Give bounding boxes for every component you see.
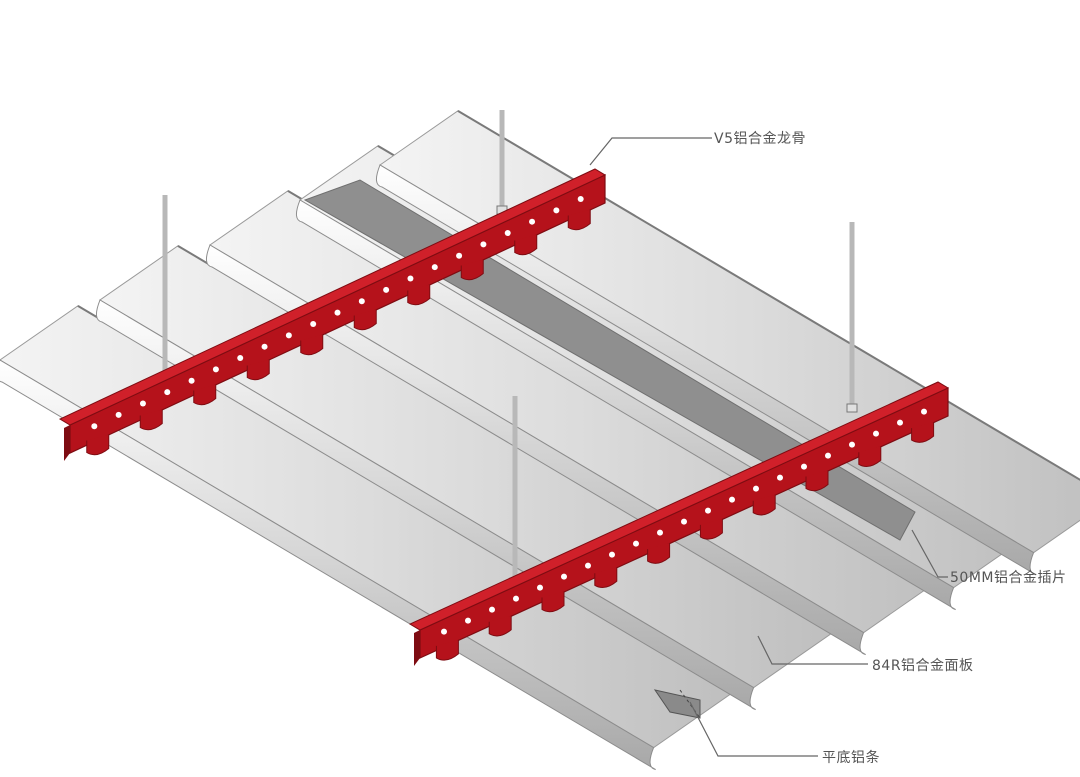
keel-hole <box>657 529 663 536</box>
keel-hole <box>681 518 687 525</box>
keel-hook-tab <box>567 209 591 231</box>
panel-curl-edge <box>96 299 756 711</box>
keel-hole <box>237 355 244 362</box>
keel-hook-tab <box>435 639 459 661</box>
callout-leaders <box>589 137 948 757</box>
keel-hole <box>431 264 438 271</box>
keel-hole <box>873 430 879 437</box>
panel-curl-edge <box>0 359 656 771</box>
panel-curl-edge <box>296 199 956 611</box>
keel-hole <box>188 377 195 384</box>
keel-hole <box>609 551 615 558</box>
keel-hook-tab <box>911 422 935 443</box>
keel-hole <box>480 241 487 248</box>
strip-leader <box>689 701 818 757</box>
keel-hole <box>383 286 390 293</box>
keel-hook-tab <box>488 615 512 637</box>
keel-hole <box>212 366 219 373</box>
keel-hole <box>849 441 855 448</box>
keel-hole <box>553 207 560 214</box>
keel-hook-tab <box>858 446 882 468</box>
keel-hook-tab <box>193 384 217 406</box>
insert-leader <box>911 529 948 578</box>
panel-top-edge <box>457 109 1080 481</box>
keel-hook-tab <box>805 470 829 492</box>
keel-hole <box>164 389 171 396</box>
panel-curl-edge <box>376 164 1036 576</box>
keel-hole <box>753 485 759 492</box>
keel-hole <box>729 496 735 503</box>
keel-hole <box>489 606 495 613</box>
keel-label: V5铝合金龙骨 <box>714 131 806 147</box>
keel-hole <box>465 617 471 624</box>
keel-hook-tab <box>139 409 163 431</box>
keel-hole <box>577 195 584 202</box>
keel-hook-tab <box>541 591 565 613</box>
keel-hole <box>529 218 536 225</box>
keel-hole <box>358 298 365 305</box>
keel-hole <box>441 628 447 635</box>
keel-end-cap <box>64 425 70 461</box>
keel-hook-tab <box>407 284 431 306</box>
keel-hole <box>825 452 831 459</box>
keel-hook-tab <box>514 234 538 256</box>
keel-hook-tab <box>86 434 110 456</box>
keel-hook-tab <box>752 494 776 516</box>
keel-hole <box>285 332 292 339</box>
strip-label: 平底铝条 <box>822 750 880 766</box>
keel-leader <box>589 137 712 166</box>
keel-hole <box>407 275 414 282</box>
keel-hole <box>897 419 903 426</box>
keel-hole <box>585 562 591 569</box>
keel-hook-tab <box>594 567 618 589</box>
keel-flange <box>58 168 607 426</box>
insert-label: 50MM铝合金插片 <box>950 570 1067 586</box>
keel-hole <box>456 252 463 259</box>
keel-hole <box>801 463 807 470</box>
keel-hole <box>310 320 317 327</box>
keel-flange <box>408 381 950 631</box>
v5-aluminum-keels <box>58 168 950 666</box>
keel-hole <box>633 540 639 547</box>
keel-hook-tab <box>647 543 671 564</box>
keel-hole <box>777 474 783 481</box>
keel-hole <box>91 423 98 430</box>
keel-hole <box>513 595 519 602</box>
keel-hole <box>139 400 146 407</box>
flat-bottom-aluminum-strip <box>653 689 701 719</box>
keel-hook-tab <box>246 359 270 381</box>
keel-hole <box>334 309 341 316</box>
keel-hole <box>537 584 543 591</box>
keel-hole <box>561 573 567 580</box>
rod-nut <box>846 403 858 413</box>
keel-hole <box>504 230 511 237</box>
keel-hole <box>115 411 122 418</box>
panel-curl-edge <box>206 244 866 656</box>
keel-hole <box>261 343 268 350</box>
keel-end-cap <box>414 630 420 666</box>
keel-hole <box>705 507 711 514</box>
keel-hook-tab <box>460 259 484 281</box>
panel-leader <box>757 635 868 665</box>
keel-hole <box>921 408 927 415</box>
keel-hook-tab <box>353 309 377 331</box>
panel-label: 84R铝合金面板 <box>872 658 974 674</box>
keel-hook-tab <box>300 334 324 356</box>
keel-hook-tab <box>699 518 723 540</box>
